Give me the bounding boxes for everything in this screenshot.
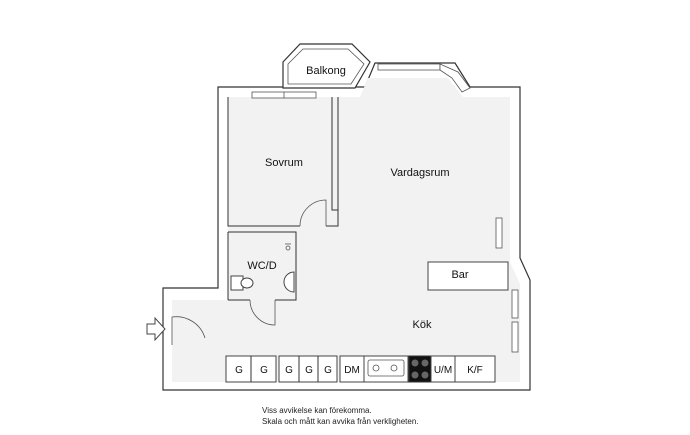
wc-walls — [227, 231, 297, 301]
window-top-living — [377, 63, 441, 71]
window-right-2 — [511, 289, 519, 319]
sovrum-door — [299, 199, 327, 227]
unit-g-5: G — [324, 365, 332, 376]
disclaimer-line-2: Skala och mått kan avvika från verklighe… — [262, 417, 419, 426]
unit-g-2: G — [260, 365, 268, 376]
balcony — [282, 43, 371, 89]
unit-g-1: G — [235, 365, 243, 376]
kitchen-row — [225, 355, 496, 383]
toilet — [230, 275, 244, 291]
basin — [283, 271, 295, 293]
floor-plan: Balkong Sovrum Vardagsrum WC/D Bar Kök G… — [146, 43, 531, 391]
label-balkong: Balkong — [306, 65, 346, 77]
window-bay — [439, 63, 471, 93]
label-bar: Bar — [451, 269, 468, 281]
entry-door — [171, 316, 206, 345]
stove — [408, 355, 432, 383]
unit-g-3: G — [285, 365, 293, 376]
disclaimer: Viss avvikelse kan förekomma. Skala och … — [262, 405, 419, 427]
unit-kf: K/F — [467, 365, 483, 376]
unit-dm: DM — [344, 365, 360, 376]
floor-area — [172, 78, 520, 382]
label-kok: Kök — [413, 319, 432, 331]
bar-counter — [427, 261, 509, 291]
window-right-3 — [511, 321, 519, 353]
label-sovrum: Sovrum — [265, 157, 303, 169]
disclaimer-line-1: Viss avvikelse kan förekomma. — [262, 406, 372, 415]
unit-g-4: G — [305, 365, 313, 376]
label-vardagsrum: Vardagsrum — [390, 167, 449, 179]
wc-door — [249, 299, 276, 326]
label-wc: WC/D — [247, 260, 276, 272]
entry-arrow — [146, 316, 166, 342]
unit-um: U/M — [434, 365, 452, 376]
sovrum-walls — [227, 97, 339, 227]
window-right-1 — [495, 217, 503, 249]
